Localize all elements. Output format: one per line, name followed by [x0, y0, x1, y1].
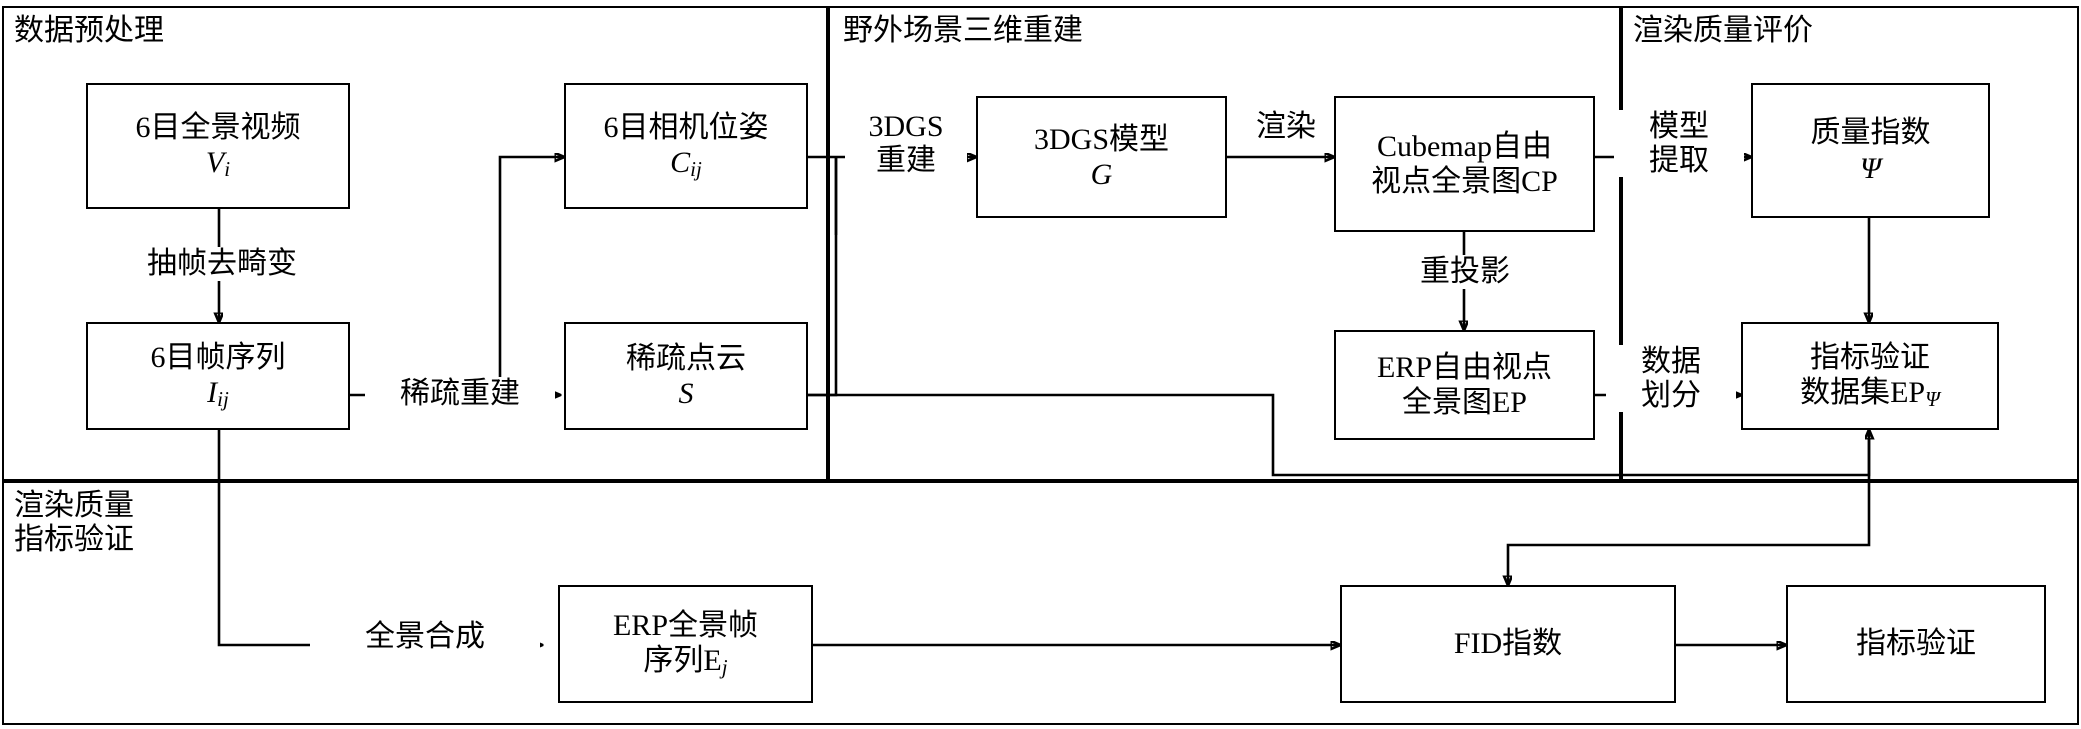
node-frames-line1: 6目帧序列 — [150, 341, 286, 375]
edge-label-reproject: 重投影 — [1370, 255, 1560, 289]
node-sparse-cloud-line2: S — [678, 377, 694, 410]
node-validation-dataset-line1: 指标验证 — [1810, 341, 1930, 375]
node-camera-pose[interactable]: 6目相机位姿 Cij — [564, 83, 808, 209]
node-erp-line2: 全景图EP — [1401, 386, 1527, 419]
node-camera-pose-line1: 6目相机位姿 — [603, 111, 769, 145]
node-frames-line2: Iij — [207, 376, 229, 412]
panel-reconstruction-title: 野外场景三维重建 — [843, 14, 1083, 47]
node-camera-pose-line2: Cij — [670, 146, 702, 182]
panel-metric-validation — [2, 481, 2079, 725]
node-fid-index-label: FID指数 — [1453, 627, 1563, 661]
node-fid-index[interactable]: FID指数 — [1340, 585, 1676, 703]
node-erp-line1: ERP自由视点 — [1376, 350, 1553, 384]
node-3dgs-model[interactable]: 3DGS模型 G — [976, 96, 1227, 218]
panel-preprocessing — [2, 6, 828, 481]
node-video-line1: 6目全景视频 — [135, 111, 301, 145]
node-metric-validation[interactable]: 指标验证 — [1786, 585, 2046, 703]
node-video-line2: Vi — [205, 146, 231, 182]
node-3dgs-model-line1: 3DGS模型 — [1033, 122, 1169, 156]
node-3dgs-model-line2: G — [1090, 158, 1113, 191]
node-sparse-cloud-line1: 稀疏点云 — [626, 341, 746, 375]
edge-label-pano-synth: 全景合成 — [310, 620, 540, 654]
node-sparse-cloud[interactable]: 稀疏点云 S — [564, 322, 808, 430]
edge-label-render: 渲染 — [1240, 110, 1332, 144]
panel-quality — [1621, 6, 2079, 481]
panel-metric-validation-title: 渲染质量 指标验证 — [14, 489, 134, 556]
panel-reconstruction — [828, 6, 1621, 481]
edge-label-extract: 抽帧去畸变 — [114, 247, 330, 281]
node-erp-frames-line2: 序列Ej — [643, 644, 728, 680]
panel-quality-title: 渲染质量评价 — [1633, 14, 1813, 47]
node-quality-index[interactable]: 质量指数 Ψ — [1751, 83, 1990, 218]
node-erp-panorama[interactable]: ERP自由视点 全景图EP — [1334, 330, 1595, 440]
node-frames[interactable]: 6目帧序列 Iij — [86, 322, 350, 430]
node-cubemap-panorama[interactable]: Cubemap自由 视点全景图CP — [1334, 96, 1595, 232]
edge-label-sparse-recon: 稀疏重建 — [365, 377, 555, 411]
edge-label-gs-recon: 3DGS 重建 — [845, 110, 967, 178]
node-validation-dataset-line2: 数据集EPΨ — [1800, 376, 1940, 412]
edge-label-model-extract: 模型 提取 — [1614, 110, 1744, 178]
node-metric-validation-label: 指标验证 — [1856, 627, 1976, 661]
node-video[interactable]: 6目全景视频 Vi — [86, 83, 350, 209]
panel-preprocessing-title: 数据预处理 — [14, 14, 164, 47]
node-cubemap-line1: Cubemap自由 — [1377, 129, 1552, 163]
node-erp-frame-sequence[interactable]: ERP全景帧 序列Ej — [558, 585, 813, 703]
node-validation-dataset[interactable]: 指标验证 数据集EPΨ — [1741, 322, 1999, 430]
node-quality-index-line1: 质量指数 — [1810, 116, 1931, 150]
node-quality-index-line2: Ψ — [1859, 151, 1882, 185]
node-cubemap-line2: 视点全景图CP — [1371, 165, 1558, 198]
edge-label-split: 数据 划分 — [1606, 345, 1736, 413]
node-erp-frames-line1: ERP全景帧 — [612, 609, 759, 643]
